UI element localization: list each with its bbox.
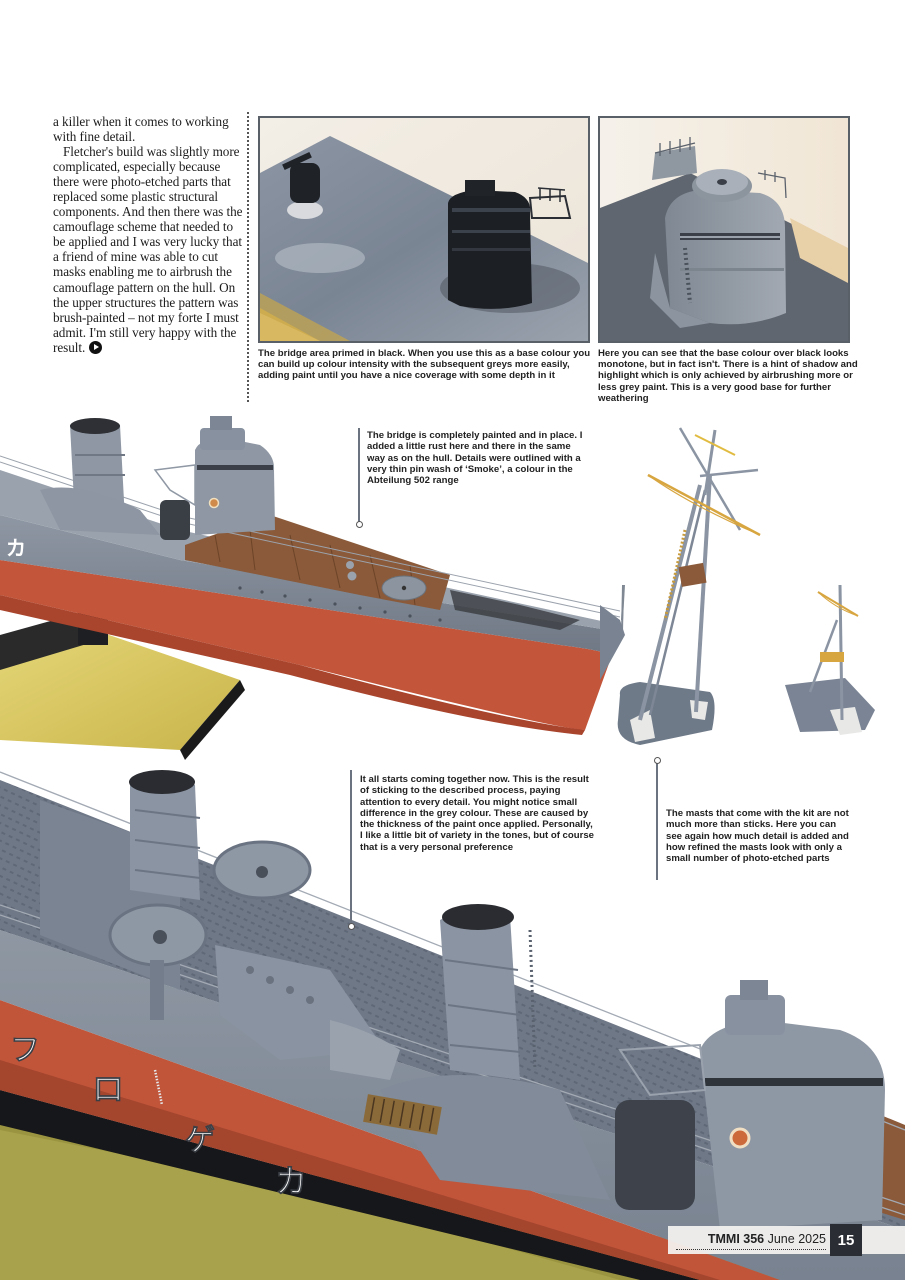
photo-bridge-primed-black (258, 116, 590, 343)
hull-marking: ゲ (185, 1123, 215, 1158)
photo-caption: The bridge is completely painted and in … (367, 430, 583, 487)
hull-marking: カ (6, 536, 26, 560)
page-folio: TMMI 356 June 2025 15 (668, 1224, 905, 1256)
photo-masts (600, 420, 905, 760)
photo-caption: Here you can see that the base colour ov… (598, 348, 858, 404)
page-number: 15 (830, 1224, 862, 1256)
folio-dotted-rule (676, 1249, 826, 1250)
hull-marking: フ (10, 1033, 40, 1068)
callout-pointer (356, 428, 362, 528)
column-divider (247, 112, 249, 402)
body-paragraph: Fletcher's build was slightly more compl… (53, 144, 243, 355)
article-body: a killer when it comes to working with f… (53, 114, 243, 355)
photo-midship-overview: フ ロ ゲ カ (0, 760, 905, 1280)
photo-caption: The bridge area primed in black. When yo… (258, 348, 591, 382)
end-of-article-arrow-icon (89, 340, 103, 354)
photo-bow-bridge-painted: カ (0, 410, 640, 760)
folio-text: TMMI 356 June 2025 (708, 1232, 826, 1246)
photo-caption: It all starts coming together now. This … (360, 774, 595, 853)
photo-bridge-base-grey (598, 116, 850, 343)
hull-marking: ロ (92, 1070, 124, 1108)
magazine-issue: TMMI 356 (707, 1232, 765, 1246)
issue-date: June 2025 (767, 1232, 826, 1246)
callout-pointer (348, 770, 354, 930)
body-paragraph: a killer when it comes to working with f… (53, 114, 229, 145)
hull-marking: カ (275, 1162, 307, 1200)
callout-pointer (654, 757, 660, 880)
photo-caption: The masts that come with the kit are not… (666, 808, 849, 865)
